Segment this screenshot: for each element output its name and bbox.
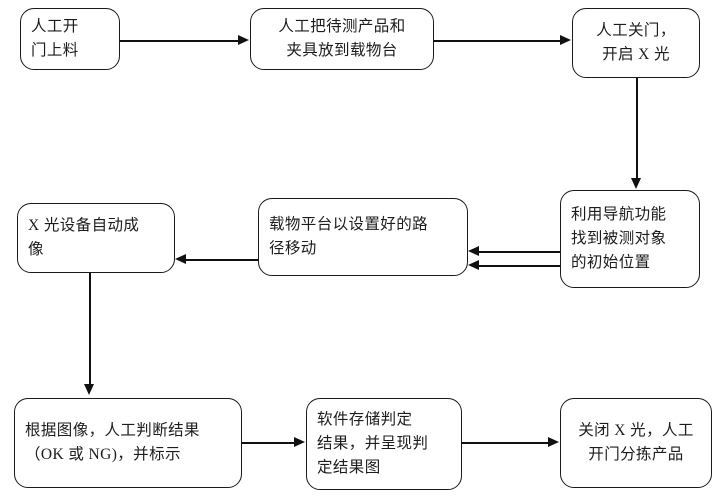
node-line: 开启 X 光	[602, 46, 670, 63]
node-place-product-and-fixture[interactable]: 人工把待测产品和 夹具放到载物台	[250, 8, 434, 70]
edge-software-to-turnoff-line	[462, 442, 549, 444]
edge-close-door-to-navigate-arrowhead	[631, 178, 641, 189]
node-line: 定结果图	[317, 459, 381, 476]
edge-stage-to-imaging-line	[186, 259, 258, 261]
edge-software-to-turnoff-arrowhead	[548, 437, 559, 447]
node-line: 人工开	[31, 17, 79, 35]
node-line: 根据图像，人工判断结果	[25, 421, 200, 439]
edge-navigate-to-stage-b-arrowhead	[468, 260, 479, 270]
node-line: 软件存储判定	[317, 410, 413, 428]
node-line: 夹具放到载物台	[286, 42, 398, 59]
edge-place-to-close-door-arrowhead	[560, 35, 571, 45]
edge-place-to-close-door-line	[434, 40, 561, 42]
edge-judge-to-software-line	[242, 442, 295, 444]
node-line: 结果，并呈现判	[317, 434, 429, 452]
node-line: 载物平台以设置好的路	[269, 215, 429, 233]
node-close-door-turn-on-xray[interactable]: 人工关门， 开启 X 光	[572, 8, 700, 78]
edge-stage-to-imaging-arrowhead	[175, 254, 186, 264]
edge-imaging-to-judge-line	[89, 273, 91, 385]
node-line: 关闭 X 光，人工	[578, 421, 694, 439]
node-line: X 光设备自动成	[28, 216, 140, 234]
edge-close-door-to-navigate-line	[636, 78, 638, 179]
node-line: 门上料	[31, 42, 79, 59]
node-software-store-and-show-result[interactable]: 软件存储判定 结果，并呈现判 定结果图	[306, 398, 462, 490]
node-line: 找到被测对象	[571, 229, 667, 247]
edge-imaging-to-judge-arrowhead	[84, 384, 94, 395]
edge-navigate-to-stage-a-line	[478, 251, 560, 253]
node-line: 的初始位置	[571, 254, 651, 271]
node-line: （OK 或 NG)，并标示	[25, 446, 181, 463]
edge-navigate-to-stage-b-line	[478, 265, 560, 267]
node-navigate-to-initial-position[interactable]: 利用导航功能 找到被测对象 的初始位置	[560, 190, 700, 288]
edge-judge-to-software-arrowhead	[294, 437, 305, 447]
node-line: 径移动	[269, 240, 317, 257]
node-manual-open-door-load[interactable]: 人工开 门上料	[20, 8, 120, 70]
node-line: 人工把待测产品和	[278, 17, 406, 35]
edge-navigate-to-stage-a-arrowhead	[468, 246, 479, 256]
edge-load-to-place-arrowhead	[238, 35, 249, 45]
edge-load-to-place-line	[120, 40, 239, 42]
node-line: 人工关门，	[596, 21, 676, 39]
node-line: 像	[28, 241, 44, 258]
node-line: 利用导航功能	[571, 205, 667, 223]
node-xray-device-auto-imaging[interactable]: X 光设备自动成 像	[17, 203, 175, 273]
node-manual-judge-result[interactable]: 根据图像，人工判断结果 （OK 或 NG)，并标示	[14, 398, 242, 488]
node-turn-off-xray-sort-product[interactable]: 关闭 X 光，人工 开门分拣产品	[560, 398, 712, 488]
node-line: 开门分拣产品	[588, 446, 684, 463]
node-stage-moves-along-path[interactable]: 载物平台以设置好的路 径移动	[258, 198, 468, 276]
